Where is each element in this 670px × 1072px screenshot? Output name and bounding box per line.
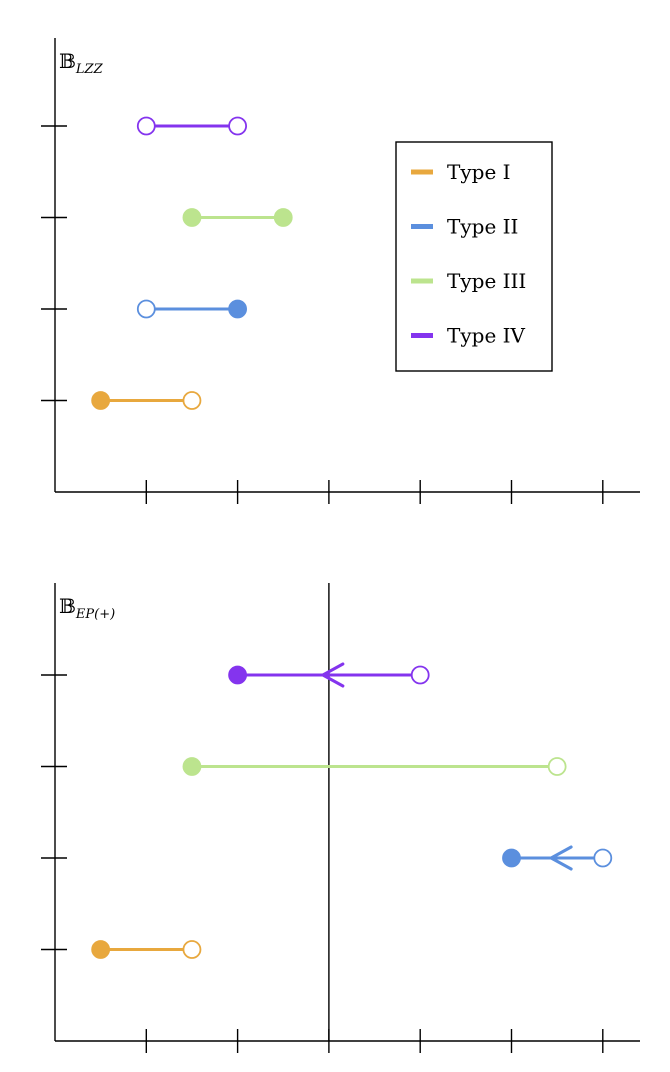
closed-endpoint bbox=[182, 757, 202, 776]
series-type-iii bbox=[182, 757, 567, 776]
open-endpoint bbox=[182, 391, 202, 410]
legend-label-3: Type III bbox=[447, 269, 526, 293]
series-type-i bbox=[91, 940, 202, 959]
open-endpoint bbox=[410, 665, 430, 685]
closed-endpoint bbox=[502, 848, 521, 868]
series-type-ii bbox=[136, 299, 248, 319]
closed-endpoint bbox=[228, 299, 248, 319]
y-axis-label-main: 𝔹 bbox=[59, 594, 76, 618]
series-type-iv bbox=[228, 662, 430, 688]
series-type-iii bbox=[182, 208, 293, 227]
open-endpoint bbox=[593, 848, 613, 868]
legend-box bbox=[395, 141, 553, 372]
series-type-iv bbox=[136, 116, 248, 136]
y-axis-label: 𝔹EP(+) bbox=[59, 594, 115, 622]
series-type-ii bbox=[502, 845, 613, 871]
y-axis-label: 𝔹LZZ bbox=[59, 49, 104, 77]
closed-endpoint bbox=[182, 208, 202, 227]
panel-1: 𝔹LZZ bbox=[41, 38, 640, 504]
legend: Type I Type II Type III Type IV bbox=[395, 141, 553, 372]
open-endpoint bbox=[182, 940, 202, 959]
legend-label-2: Type II bbox=[447, 215, 518, 239]
y-axis-label-sub: LZZ bbox=[75, 62, 104, 77]
closed-endpoint bbox=[273, 208, 293, 227]
y-axis-label-sub: EP(+) bbox=[75, 607, 115, 622]
closed-endpoint bbox=[91, 940, 111, 959]
open-endpoint bbox=[136, 116, 156, 136]
closed-endpoint bbox=[91, 391, 111, 410]
direction-arrow bbox=[549, 845, 573, 871]
direction-arrow bbox=[321, 662, 345, 688]
y-axis-label-main: 𝔹 bbox=[59, 49, 76, 73]
series-type-i bbox=[91, 391, 202, 410]
legend-label-1: Type I bbox=[447, 160, 511, 184]
panel-2: 𝔹EP(+) bbox=[41, 583, 640, 1053]
open-endpoint bbox=[547, 757, 567, 776]
legend-label-4: Type IV bbox=[447, 324, 526, 348]
open-endpoint bbox=[228, 116, 248, 136]
closed-endpoint bbox=[228, 665, 248, 685]
open-endpoint bbox=[136, 299, 156, 319]
